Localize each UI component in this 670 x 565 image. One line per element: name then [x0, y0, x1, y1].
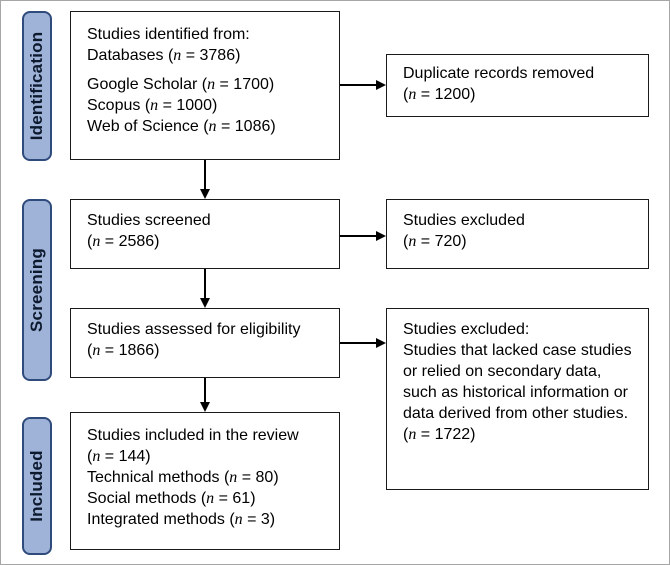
arrow-to-duplicates-head [376, 80, 386, 90]
duplicates-box: Duplicate records removed (n = 1200) [386, 54, 649, 117]
excluded-screening-box: Studies excluded (n = 720) [386, 199, 649, 269]
arrow-to-duplicates [340, 84, 376, 86]
eligibility-count: (n = 1866) [87, 342, 160, 359]
duplicates-heading: Duplicate records removed [403, 65, 595, 82]
screened-box: Studies screened (n = 2586) [70, 199, 340, 269]
eligibility-box: Studies assessed for eligibility (n = 18… [70, 308, 340, 378]
identified-web-of-science: Web of Science (n = 1086) [87, 118, 276, 135]
arrow-to-eligibility-head [200, 298, 210, 308]
phase-included-label: Included [27, 450, 46, 522]
excluded-screening-count: (n = 720) [403, 233, 467, 250]
duplicates-count: (n = 1200) [403, 86, 476, 103]
phase-screening-label: Screening [27, 248, 46, 332]
phase-identification-label: Identification [27, 31, 46, 141]
phase-included: Included [22, 417, 52, 555]
excluded-eligibility-box: Studies excluded: Studies that lacked ca… [386, 308, 649, 490]
arrow-to-included-head [200, 402, 210, 412]
arrow-to-screened [204, 160, 206, 189]
excluded-eligibility-count: (n = 1722) [403, 426, 476, 443]
eligibility-heading: Studies assessed for eligibility [87, 321, 301, 338]
excluded-eligibility-reason: Studies that lacked case studies or reli… [403, 342, 632, 422]
identified-box: Studies identified from: Databases (n = … [70, 11, 340, 160]
screened-count: (n = 2586) [87, 233, 160, 250]
phase-screening: Screening [22, 199, 52, 381]
arrow-to-excluded-screening [340, 235, 376, 237]
phase-identification: Identification [22, 11, 52, 161]
identified-databases: Databases (n = 3786) [87, 47, 241, 64]
screened-heading: Studies screened [87, 212, 211, 229]
included-social: Social methods (n = 61) [87, 490, 256, 507]
arrow-to-excluded-eligibility [340, 342, 376, 344]
excluded-eligibility-heading: Studies excluded: [403, 321, 530, 338]
arrow-to-excluded-eligibility-head [376, 338, 386, 348]
identified-scopus: Scopus (n = 1000) [87, 97, 218, 114]
arrow-to-screened-head [200, 189, 210, 199]
arrow-to-excluded-screening-head [376, 231, 386, 241]
identified-heading: Studies identified from: [87, 26, 250, 43]
included-total: (n = 144) [87, 448, 151, 465]
included-integrated: Integrated methods (n = 3) [87, 511, 276, 528]
identified-google-scholar: Google Scholar (n = 1700) [87, 76, 275, 93]
excluded-screening-heading: Studies excluded [403, 212, 525, 229]
arrow-to-eligibility [204, 269, 206, 298]
included-heading: Studies included in the review [87, 427, 299, 444]
included-technical: Technical methods (n = 80) [87, 469, 279, 486]
included-box: Studies included in the review (n = 144)… [70, 412, 340, 550]
arrow-to-included [204, 378, 206, 402]
